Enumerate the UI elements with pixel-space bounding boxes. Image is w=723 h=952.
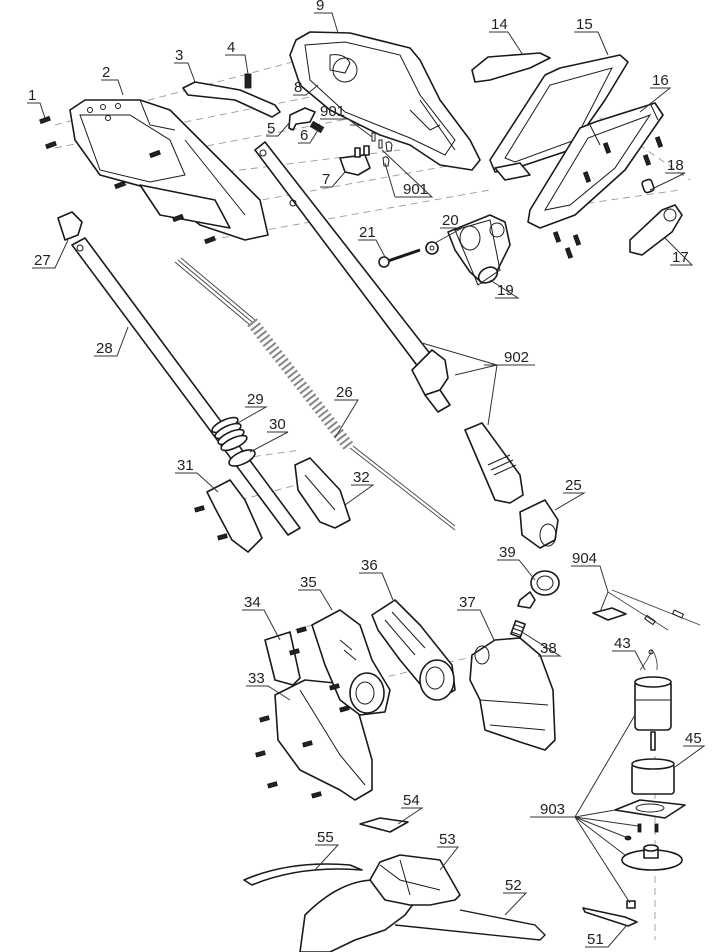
upper-tube xyxy=(254,141,451,413)
part-45-sleeve xyxy=(631,758,675,795)
part-31-clamp xyxy=(194,479,263,553)
part-5-switch-lock xyxy=(288,107,316,131)
label-19: 19 xyxy=(497,282,514,299)
part-34-label xyxy=(264,631,301,686)
part-27-end-cap xyxy=(57,211,83,241)
part-17-lock-lever xyxy=(629,204,683,256)
label-53: 53 xyxy=(439,831,456,848)
label-15: 15 xyxy=(576,16,593,33)
label-51: 51 xyxy=(587,931,604,948)
label-29: 29 xyxy=(247,391,264,408)
part-1-screw xyxy=(39,115,57,150)
label-9: 9 xyxy=(316,0,324,14)
part-43-motor xyxy=(634,649,672,751)
leader-lines xyxy=(27,12,706,948)
label-903: 903 xyxy=(540,801,565,818)
label-31: 31 xyxy=(177,457,194,474)
part-7-switch xyxy=(339,145,371,176)
label-3: 3 xyxy=(175,47,183,64)
part-4-spring xyxy=(244,73,252,89)
part-2-handle-housing xyxy=(69,99,269,245)
part-903-mount-assembly xyxy=(614,799,686,909)
label-38: 38 xyxy=(540,640,557,657)
label-32: 32 xyxy=(353,469,370,486)
label-35: 35 xyxy=(300,574,317,591)
label-8: 8 xyxy=(294,79,302,96)
part-39-switch-button xyxy=(517,570,560,609)
label-14: 14 xyxy=(491,16,508,33)
label-30: 30 xyxy=(269,416,286,433)
part-38-spring xyxy=(510,619,526,639)
part-35-tube-socket xyxy=(289,609,391,716)
label-7: 7 xyxy=(322,171,330,188)
part-904-wires xyxy=(592,589,701,631)
label-6: 6 xyxy=(300,127,308,144)
label-25: 25 xyxy=(565,477,582,494)
part-51-blade xyxy=(582,907,638,927)
part-6-spring xyxy=(309,120,325,134)
part-29-spring xyxy=(211,416,248,452)
part-15-rear-handle-frame xyxy=(489,54,629,181)
lower-coupling xyxy=(464,422,524,504)
part-54-label xyxy=(359,817,409,833)
label-901-upper: 901 xyxy=(320,103,345,120)
label-902: 902 xyxy=(504,349,529,366)
label-37: 37 xyxy=(459,594,476,611)
label-39: 39 xyxy=(499,544,516,561)
label-18: 18 xyxy=(667,157,684,174)
part-number-labels: 1 2 3 4 5 6 7 8 9 901 901 14 15 16 17 18… xyxy=(28,0,702,948)
label-5: 5 xyxy=(267,120,275,137)
part-9-upper-housing xyxy=(289,31,481,171)
label-27: 27 xyxy=(34,252,51,269)
part-53-guard xyxy=(299,854,461,952)
part-37-motor-housing-right xyxy=(469,637,556,751)
label-34: 34 xyxy=(244,594,261,611)
part-25-nut xyxy=(519,499,559,549)
part-3-trigger-lever xyxy=(182,81,281,118)
part-16-bail-handle xyxy=(527,102,664,259)
part-55-strip xyxy=(243,863,363,886)
label-17: 17 xyxy=(672,249,689,266)
label-28: 28 xyxy=(96,340,113,357)
label-21: 21 xyxy=(359,224,376,241)
label-904: 904 xyxy=(572,550,597,567)
label-16: 16 xyxy=(652,72,669,89)
part-52-wire-bracket xyxy=(394,909,546,941)
label-2: 2 xyxy=(102,64,110,81)
label-54: 54 xyxy=(403,792,420,809)
label-20: 20 xyxy=(442,212,459,229)
label-4: 4 xyxy=(227,39,235,56)
label-1: 1 xyxy=(28,87,36,104)
part-20-washer xyxy=(425,241,439,255)
label-36: 36 xyxy=(361,557,378,574)
part-28-lower-tube xyxy=(71,237,301,536)
part-26-cable xyxy=(174,257,456,531)
label-45: 45 xyxy=(685,730,702,747)
part-36-inner-frame xyxy=(371,599,456,701)
label-43: 43 xyxy=(614,635,631,652)
label-52: 52 xyxy=(505,877,522,894)
part-14-cover-plate xyxy=(471,52,551,83)
label-33: 33 xyxy=(248,670,265,687)
part-19-gear-housing xyxy=(447,214,511,286)
part-30-ring xyxy=(228,449,256,467)
label-901-lower: 901 xyxy=(403,181,428,198)
label-26: 26 xyxy=(336,384,353,401)
part-18-pin xyxy=(641,178,655,194)
label-55: 55 xyxy=(317,829,334,846)
part-21-bolt xyxy=(378,248,421,268)
part-32-tube-holder xyxy=(294,457,351,529)
